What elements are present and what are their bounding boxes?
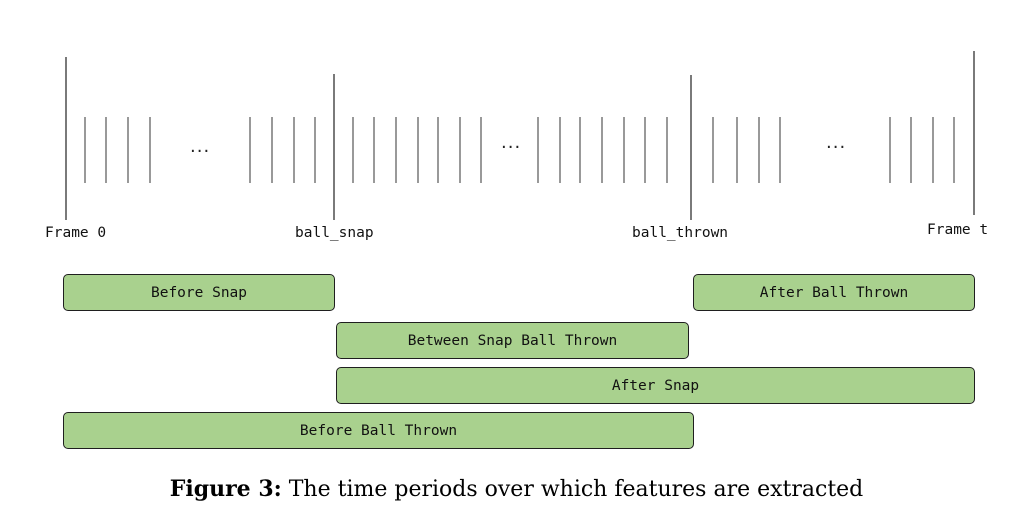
marker-label-frame-0: Frame 0	[45, 225, 107, 241]
ellipsis-3: ...	[826, 132, 847, 153]
marker-label-ball-thrown: ball_thrown	[632, 225, 729, 241]
marker-label-frame-t: Frame t	[927, 222, 989, 238]
period-before-snap: Before Snap	[63, 274, 335, 311]
marker-label-ball-snap: ball_snap	[295, 225, 374, 241]
figure-caption-text: The time periods over which features are…	[288, 477, 864, 502]
period-before-ball-thrown: Before Ball Thrown	[63, 412, 694, 449]
figure-caption: Figure 3: The time periods over which fe…	[0, 476, 1033, 502]
ellipsis-1: ...	[190, 136, 211, 157]
period-between-snap-ball-thrown: Between Snap Ball Thrown	[336, 322, 689, 359]
ellipsis-2: ...	[501, 132, 522, 153]
timeline-diagram	[65, 51, 975, 220]
period-after-snap: After Snap	[336, 367, 975, 404]
period-after-ball-thrown: After Ball Thrown	[693, 274, 975, 311]
figure-label: Figure 3:	[169, 476, 282, 502]
